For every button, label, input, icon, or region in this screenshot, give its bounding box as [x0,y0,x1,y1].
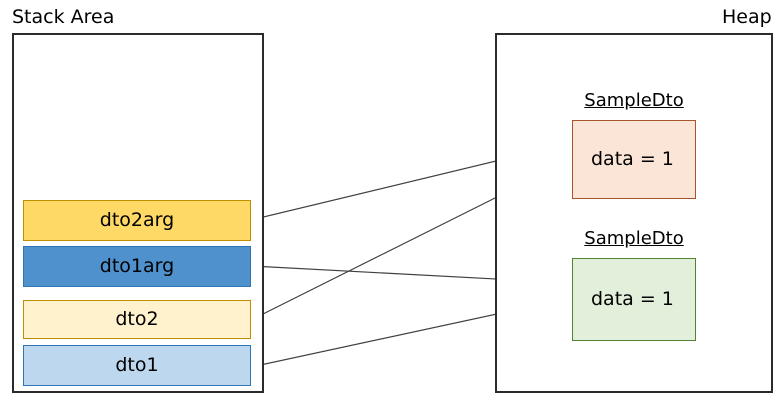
stack-frame-dto1[interactable]: dto1 [23,345,251,386]
heap-object-2[interactable]: data = 1 [572,258,696,341]
heap-object-field: data = 1 [591,288,674,310]
heap-object-field: data = 1 [591,148,674,170]
stack-frame-label: dto1 [115,354,159,376]
stack-frame-dto2arg[interactable]: dto2arg [23,200,251,241]
stack-frame-label: dto1arg [99,255,175,277]
stack-frame-label: dto2 [115,308,159,330]
stack-frame-dto1arg[interactable]: dto1arg [23,246,251,287]
heap-object-title-2: SampleDto [584,228,684,249]
heap-area-label: Heap [722,6,772,28]
heap-object-title-1: SampleDto [584,90,684,111]
stack-area-label: Stack Area [12,6,115,28]
heap-object-1[interactable]: data = 1 [572,120,696,199]
stack-frame-dto2[interactable]: dto2 [23,300,251,339]
stack-frame-label: dto2arg [99,209,175,231]
